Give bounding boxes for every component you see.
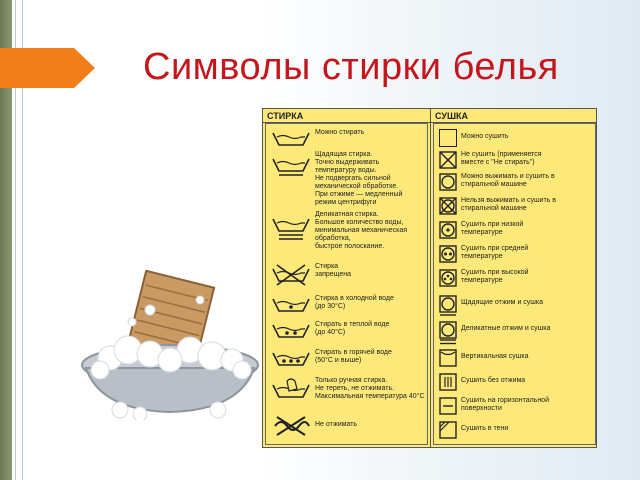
dry-row: Сушить при высокой температуре <box>439 269 529 287</box>
wash-row-label: Стирка в холодной воде (до 30°С) <box>315 295 394 310</box>
dry-row: Сушить при низкой температуре <box>439 221 523 239</box>
dry-row-label: Вертикальная сушка <box>461 353 529 360</box>
wash-tub-gentle-icon <box>272 158 310 176</box>
wash-row-label: Можно стирать <box>315 129 365 136</box>
wash-row-label: Деликатная стирка. Большое количество во… <box>315 211 408 250</box>
dry-row-label: Можно сушить <box>461 133 509 140</box>
dry-row-label: Сушить в тени <box>461 425 509 432</box>
column-divider <box>430 109 431 447</box>
left-accent-bar <box>0 0 12 480</box>
dry-row: Сушить при средней температуре <box>439 245 528 263</box>
decorative-line <box>22 0 23 480</box>
dry-row-label: Можно выжимать и сушить в стиральной маш… <box>461 173 555 188</box>
gentle-dry-icon <box>439 295 457 316</box>
delicate-dry-icon <box>439 321 457 345</box>
dry-medium-icon <box>439 245 457 263</box>
wash-column-header: СТИРКА <box>263 109 430 123</box>
dry-column-header: СУШКА <box>431 109 596 123</box>
slide-title: Символы стирки белья <box>143 46 559 88</box>
dry-row: Можно выжимать и сушить в стиральной маш… <box>439 173 555 191</box>
tumble-dry-icon <box>439 173 457 191</box>
dry-row: Вертикальная сушка <box>439 349 528 367</box>
wash-row-label: Только ручная стирка. Не тереть, не отжи… <box>315 377 425 400</box>
dry-row-label: Нельзя выжимать и сушить в стиральной ма… <box>461 197 556 212</box>
decorative-line <box>15 0 16 480</box>
dry-row-label: Сушить при низкой температуре <box>461 221 524 236</box>
dry-row-label: Сушить при высокой температуре <box>461 269 529 284</box>
dry-row: Сушить на горизонтальной поверхности <box>439 397 549 415</box>
dry-row: Нельзя выжимать и сушить в стиральной ма… <box>439 197 556 215</box>
no-wring-icon <box>274 416 310 436</box>
wash-row-label: Не отжимать <box>315 421 358 428</box>
dry-row: Сушить без отжима <box>439 373 525 391</box>
dry-row-label: Сушить без отжима <box>461 377 526 384</box>
no-dry-icon <box>439 151 457 169</box>
dry-row: Щадящие отжим и сушка <box>439 295 543 317</box>
dry-row: Можно сушить <box>439 129 509 147</box>
line-dry-icon <box>439 349 457 367</box>
dry-row: Деликатные отжим и сушка <box>439 321 550 345</box>
dry-row-label: Сушить при средней температуре <box>461 245 529 260</box>
wash-row: Можно стирать <box>271 129 364 147</box>
wash-row: Только ручная стирка. Не тереть, не отжи… <box>271 377 425 401</box>
laundry-symbols-table: СТИРКА СУШКА Можно стирать Щадящая стирк… <box>262 108 597 448</box>
dry-high-icon <box>439 269 457 287</box>
wash-tub-delicate-icon <box>272 218 310 240</box>
wash-row: Стирать в теплой воде (до 40°С) <box>271 321 389 341</box>
wash-40-icon <box>272 324 310 338</box>
wash-row-label: Стирать в горячей воде (50°С и выше) <box>315 349 392 364</box>
title-arrow-shape <box>0 48 95 88</box>
dry-row-label: Не сушить (применяется вместе с "Не стир… <box>461 151 542 166</box>
wash-50-icon <box>272 352 310 366</box>
wash-row-label: Стирка запрещена <box>315 263 352 278</box>
wash-row: Стирать в горячей воде (50°С и выше) <box>271 349 392 369</box>
no-wash-icon <box>272 264 310 286</box>
dry-row: Сушить в тени <box>439 421 508 439</box>
hand-wash-icon <box>272 378 310 398</box>
no-tumble-dry-icon <box>439 197 457 215</box>
wash-row-label: Стирать в теплой воде (до 40°С) <box>315 321 390 336</box>
dry-square-icon <box>439 129 457 147</box>
wash-row-label: Щадящая стирка. Точно выдерживать темпер… <box>315 151 403 206</box>
shade-dry-icon <box>439 421 457 439</box>
dry-column-frame <box>433 123 596 445</box>
dry-row-label: Щадящие отжим и сушка <box>461 299 544 306</box>
wash-30-icon <box>272 298 310 312</box>
wash-column-frame <box>265 123 428 445</box>
wash-tub-icon <box>272 132 310 146</box>
wash-row: Стирка запрещена <box>271 263 351 287</box>
drip-dry-icon <box>439 373 457 391</box>
wash-row: Не отжимать <box>271 415 357 437</box>
wash-row: Щадящая стирка. Точно выдерживать темпер… <box>271 151 402 207</box>
wash-row: Стирка в холодной воде (до 30°С) <box>271 295 394 315</box>
dry-row-label: Деликатные отжим и сушка <box>461 325 551 332</box>
flat-dry-icon <box>439 397 457 415</box>
wash-row: Деликатная стирка. Большое количество во… <box>271 211 407 251</box>
dry-row-label: Сушить на горизонтальной поверхности <box>461 397 549 412</box>
washtub-illustration <box>81 270 259 420</box>
dry-low-icon <box>439 221 457 239</box>
dry-row: Не сушить (применяется вместе с "Не стир… <box>439 151 542 169</box>
